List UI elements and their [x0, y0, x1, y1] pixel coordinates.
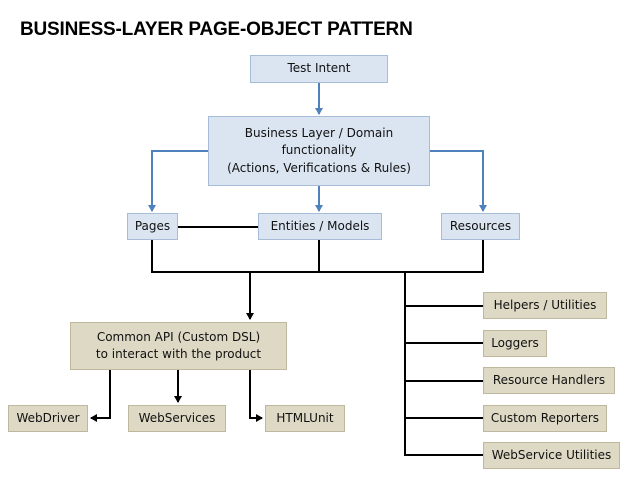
- node-test-intent: Test Intent: [250, 55, 388, 83]
- node-webservices: WebServices: [128, 405, 226, 432]
- node-label: WebDriver: [16, 410, 80, 425]
- node-label: WebServices: [138, 410, 216, 425]
- node-resource-handlers: Resource Handlers: [483, 367, 615, 394]
- diagram-title: BUSINESS-LAYER PAGE-OBJECT PATTERN: [20, 19, 413, 40]
- node-label: Common API (Custom DSL): [96, 329, 261, 344]
- node-webdriver: WebDriver: [8, 405, 88, 432]
- node-label: to interact with the product: [95, 347, 262, 361]
- node-common-api: Common API (Custom DSL) to interact with…: [70, 322, 287, 370]
- node-label: Pages: [134, 218, 171, 233]
- node-label: functionality: [281, 143, 357, 158]
- node-pages: Pages: [127, 213, 178, 240]
- node-label: Entities / Models: [270, 218, 370, 233]
- node-label: Business Layer / Domain: [244, 125, 394, 140]
- node-loggers: Loggers: [483, 330, 547, 357]
- node-webservice-utilities: WebService Utilities: [483, 442, 620, 469]
- node-resources: Resources: [441, 213, 520, 240]
- node-business-layer: Business Layer / Domain functionality (A…: [208, 116, 430, 186]
- node-label: WebService Utilities: [491, 447, 612, 462]
- node-label: Helpers / Utilities: [493, 297, 597, 312]
- arrow-business-to-pages: [148, 150, 208, 212]
- node-custom-reporters: Custom Reporters: [483, 405, 607, 432]
- node-label: Loggers: [491, 335, 539, 350]
- arrow-to-webdriver: [90, 370, 111, 422]
- node-label: Custom Reporters: [490, 410, 600, 425]
- arrow-business-to-resources: [430, 150, 487, 212]
- node-label: Resource Handlers: [492, 372, 606, 387]
- node-label: (Actions, Verifications & Rules): [227, 160, 411, 175]
- arrow-to-htmlunit: [249, 370, 263, 422]
- node-helpers-utilities: Helpers / Utilities: [483, 292, 607, 319]
- node-label: Test Intent: [287, 61, 351, 76]
- node-entities-models: Entities / Models: [258, 213, 382, 240]
- node-label: HTMLUnit: [276, 410, 334, 425]
- node-label: Resources: [449, 218, 512, 233]
- node-htmlunit: HTMLUnit: [265, 405, 345, 432]
